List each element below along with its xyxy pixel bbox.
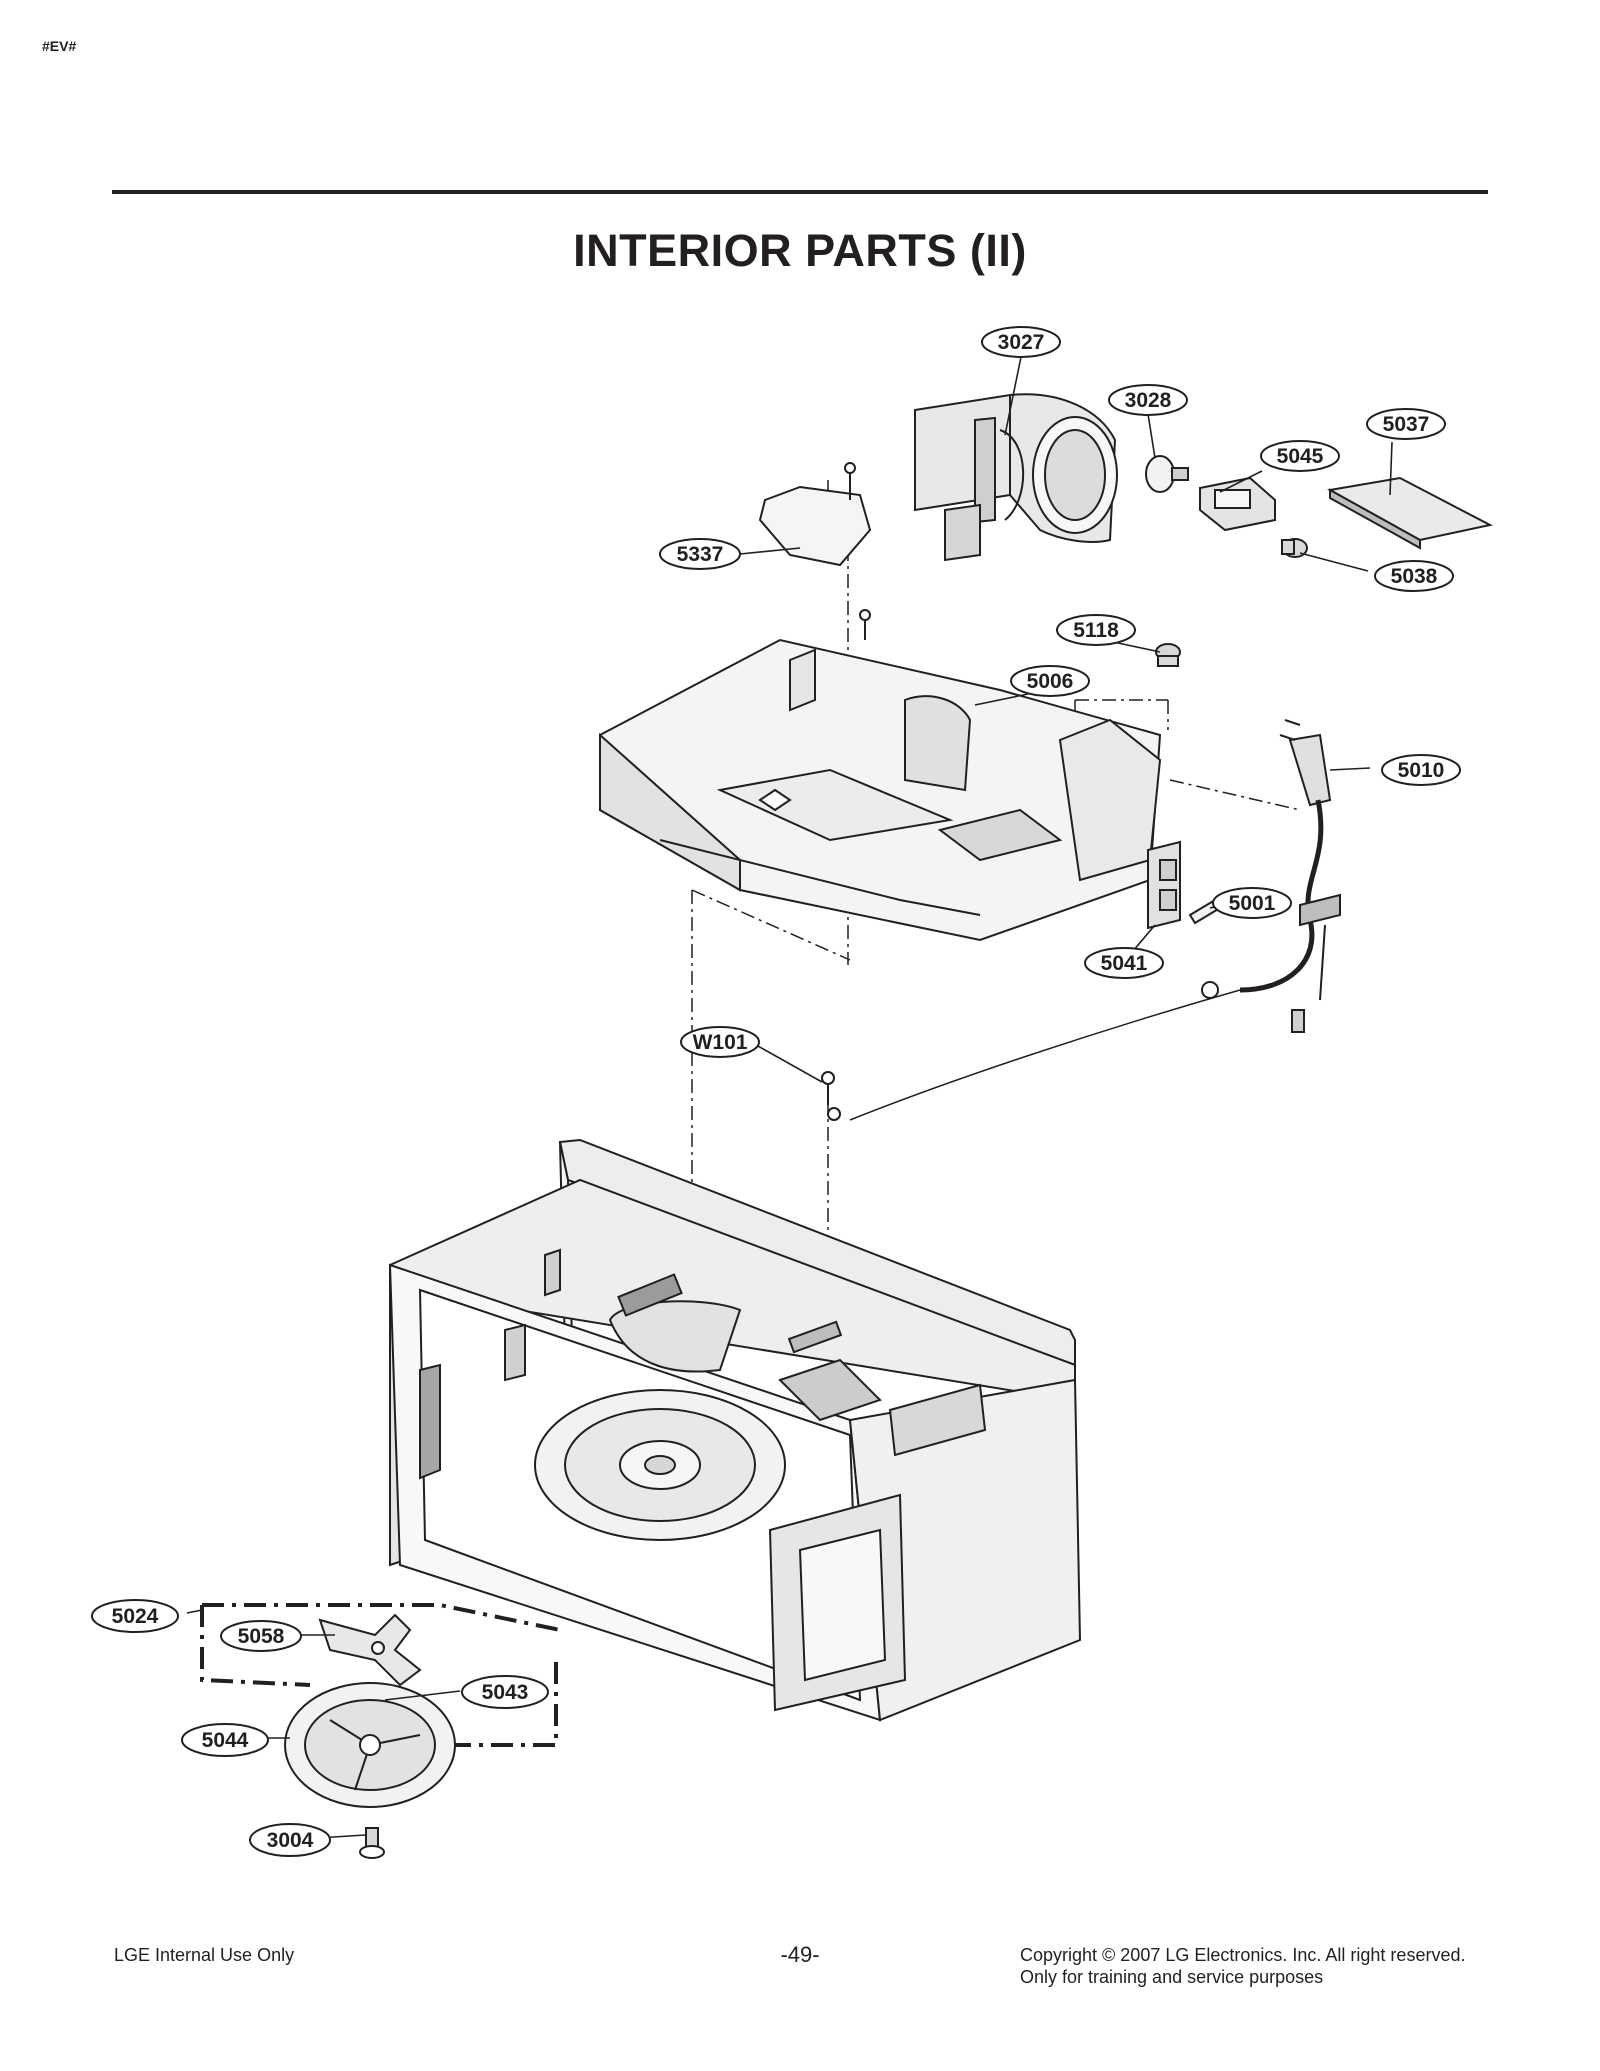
w101-screw	[821, 1071, 841, 1121]
callout-label: 5337	[677, 543, 724, 566]
callout-5337: 5337	[659, 538, 741, 570]
copyright-line: Copyright © 2007 LG Electronics. Inc. Al…	[1020, 1945, 1466, 1965]
switch-bracket-5041	[1147, 840, 1181, 930]
callout-label: 5044	[202, 1729, 249, 1752]
callout-label: 5024	[112, 1605, 159, 1628]
turntable-motor-group-outline	[200, 1603, 561, 1747]
callout-5044: 5044	[181, 1723, 269, 1757]
page-title: INTERIOR PARTS (II)	[573, 225, 1027, 276]
blower-fan-assembly	[914, 393, 1118, 562]
callout-5037: 5037	[1366, 408, 1446, 440]
callout-label: 5001	[1229, 892, 1276, 915]
callout-5043: 5043	[461, 1675, 549, 1709]
callout-3027: 3027	[981, 326, 1061, 358]
callout-5006: 5006	[1010, 665, 1090, 697]
callout-5118: 5118	[1056, 614, 1136, 646]
callout-label: 5041	[1101, 952, 1148, 975]
header-rule	[112, 190, 1488, 194]
callout-5010: 5010	[1381, 754, 1461, 786]
base-plate-assembly	[599, 638, 1162, 942]
callout-label: 5037	[1383, 413, 1430, 436]
callout-5001: 5001	[1212, 887, 1292, 919]
callout-label: 5038	[1391, 565, 1438, 588]
callout-3028: 3028	[1108, 384, 1188, 416]
callout-label: W101	[693, 1031, 748, 1054]
callout-label: 5058	[238, 1625, 285, 1648]
cover-plate	[758, 462, 872, 640]
callout-5024: 5024	[91, 1599, 179, 1633]
callout-5038: 5038	[1374, 560, 1454, 592]
lamp-bulb	[1145, 455, 1189, 493]
footer-internal-use: LGE Internal Use Only	[114, 1945, 295, 1965]
turntable-motor-5044	[284, 1682, 456, 1808]
callout-label: 3027	[998, 331, 1045, 354]
callout-5058: 5058	[220, 1620, 302, 1652]
callout-label: 5118	[1073, 619, 1119, 642]
foot-3004	[359, 1827, 385, 1859]
callout-label: 5045	[1277, 445, 1324, 468]
lamp-socket	[1199, 476, 1276, 532]
callout-3004: 3004	[249, 1823, 331, 1857]
coupler-5058	[318, 1613, 422, 1687]
callout-label: 5043	[482, 1681, 529, 1704]
callout-5045: 5045	[1260, 440, 1340, 472]
callout-label: 3004	[267, 1829, 314, 1852]
callout-5041: 5041	[1084, 947, 1164, 979]
callout-label: 5006	[1027, 670, 1074, 693]
service-purpose-line: Only for training and service purposes	[1020, 1967, 1324, 1987]
leader-lines	[186, 356, 1393, 1839]
footer-copyright: Copyright © 2007 LG Electronics. Inc. Al…	[1020, 1944, 1465, 1988]
power-cord	[849, 719, 1341, 1121]
thermo-cutoff-5118	[1155, 643, 1181, 667]
callout-label: 5010	[1398, 759, 1445, 782]
page-number: -49-	[780, 1942, 820, 1967]
callout-label: 3028	[1125, 389, 1172, 412]
oven-cavity-chassis	[388, 1138, 1082, 1722]
page-tag: #EV#	[42, 38, 77, 54]
callout-w101: W101	[680, 1026, 760, 1058]
grease-filter	[1327, 476, 1493, 550]
